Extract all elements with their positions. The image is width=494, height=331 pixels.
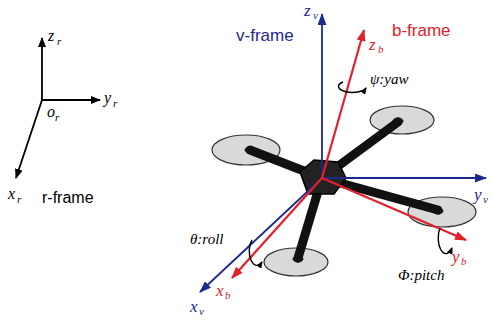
axis-subscript: b <box>378 44 384 55</box>
axis-subscript: r <box>113 98 117 109</box>
axis-subscript: v <box>313 10 318 21</box>
rotation-arrows <box>249 82 452 265</box>
rotation-label: ψ:yaw <box>370 72 408 87</box>
motor-hubs <box>245 118 443 262</box>
frame-name: b-frame <box>392 22 451 39</box>
axis-subscript: b <box>461 256 467 267</box>
origin-subscript: r <box>55 112 59 123</box>
axis-subscript: r <box>57 36 61 47</box>
axis-subscript: v <box>483 194 488 205</box>
axis-letter: z <box>304 2 311 19</box>
axis-subscript: r <box>17 194 21 205</box>
axis-letter: z <box>369 36 376 53</box>
axis-letter: x <box>190 298 198 315</box>
rotation-label: Φ:pitch <box>398 268 444 283</box>
axis-letter: x <box>216 282 224 299</box>
rotation-label: θ:roll <box>190 232 223 247</box>
propellers <box>212 106 476 276</box>
v-frame-axes <box>200 14 486 292</box>
axis-letter: z <box>48 28 54 44</box>
axis-letter: y <box>452 248 460 265</box>
drone-arms <box>250 122 438 258</box>
r-frame-axes <box>16 38 100 178</box>
axis-letter: x <box>8 186 15 202</box>
axis-letter: y <box>474 186 482 203</box>
axis-subscript: b <box>225 290 231 301</box>
axis-subscript: v <box>199 306 204 317</box>
origin-letter: o <box>47 104 55 120</box>
frame-name: v-frame <box>236 27 294 44</box>
axis-letter: y <box>104 90 111 106</box>
frame-name: r-frame <box>42 190 94 206</box>
b-frame-axes <box>232 30 466 278</box>
